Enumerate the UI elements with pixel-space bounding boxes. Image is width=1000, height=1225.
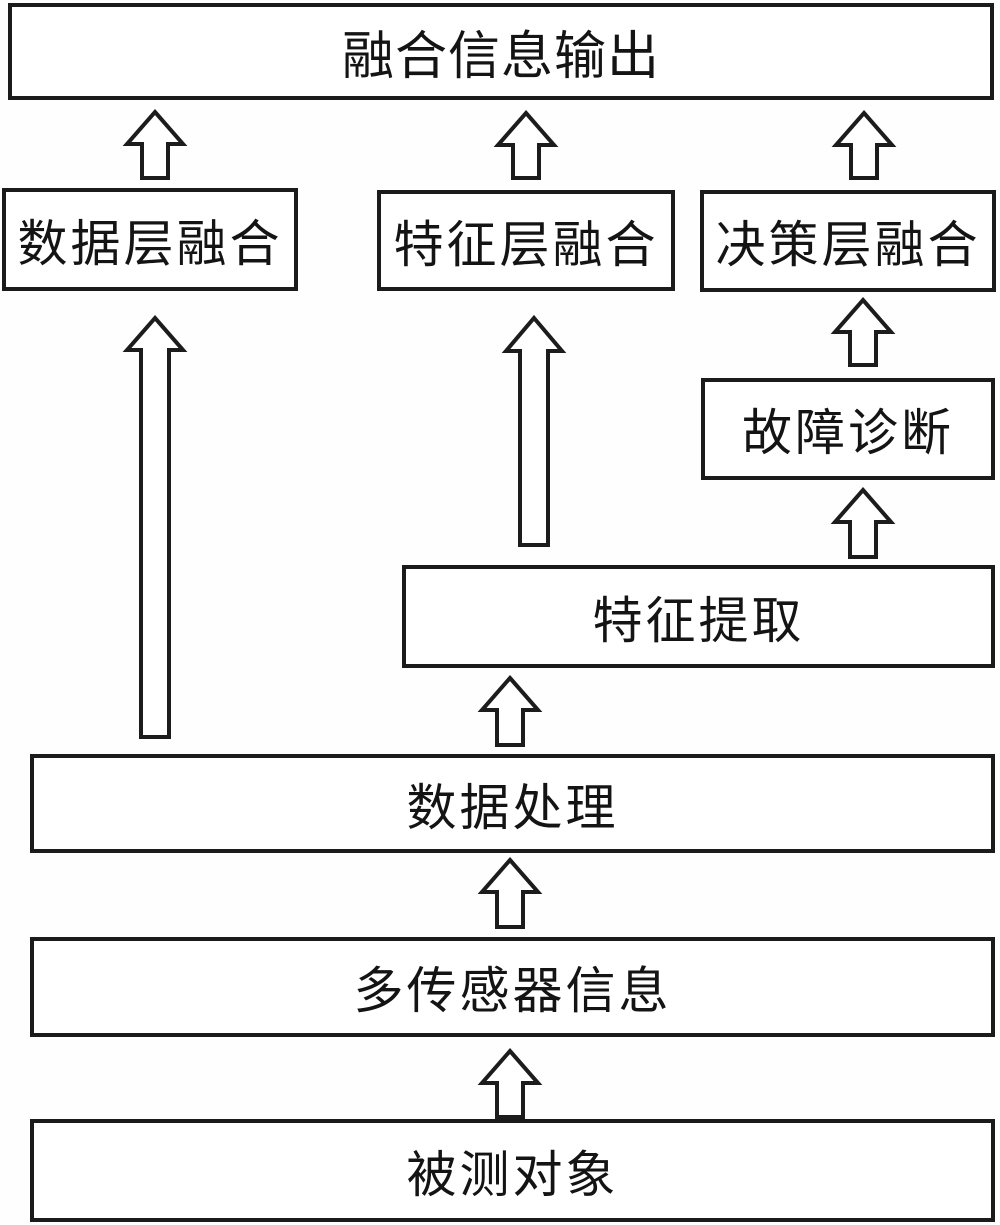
node-fault-diagnosis: 故障诊断 xyxy=(701,378,995,480)
node-fusion-output: 融合信息输出 xyxy=(8,3,994,100)
node-data-layer-fusion: 数据层融合 xyxy=(2,188,298,291)
node-feature-extraction-label: 特征提取 xyxy=(592,592,805,649)
node-decision-layer-fusion: 决策层融合 xyxy=(700,190,996,292)
node-multi-sensor-info: 多传感器信息 xyxy=(30,937,995,1037)
node-measured-object-label: 被测对象 xyxy=(406,1146,619,1203)
node-data-layer-fusion-label: 数据层融合 xyxy=(17,215,283,272)
up-arrow-feature-layer-to-output xyxy=(493,109,559,180)
node-data-processing-label: 数据处理 xyxy=(406,779,619,836)
node-decision-layer-fusion-label: 决策层融合 xyxy=(715,217,981,273)
node-fault-diagnosis-label: 故障诊断 xyxy=(742,405,954,461)
long-up-arrow-data-processing-to-data-layer xyxy=(122,314,188,739)
up-arrow-decision-layer-to-output xyxy=(831,109,897,180)
node-measured-object: 被测对象 xyxy=(30,1119,995,1222)
node-multi-sensor-info-label: 多传感器信息 xyxy=(353,963,672,1019)
node-feature-layer-fusion: 特征层融合 xyxy=(377,190,675,291)
up-arrow-feature-extraction-to-fault-diagnosis xyxy=(830,486,896,559)
node-feature-layer-fusion-label: 特征层融合 xyxy=(393,216,659,273)
up-arrow-fault-diagnosis-to-decision-layer xyxy=(830,296,896,367)
long-up-arrow-feature-extraction-to-feature-layer xyxy=(501,314,567,547)
node-data-processing: 数据处理 xyxy=(30,754,995,853)
node-fusion-output-label: 融合信息输出 xyxy=(341,29,660,86)
up-arrow-data-processing-to-feature-extraction xyxy=(477,674,543,747)
node-feature-extraction: 特征提取 xyxy=(402,565,995,668)
up-arrow-measured-object-to-multi-sensor xyxy=(477,1047,543,1119)
up-arrow-data-layer-to-output xyxy=(122,108,188,180)
up-arrow-multi-sensor-to-data-processing xyxy=(477,856,543,929)
